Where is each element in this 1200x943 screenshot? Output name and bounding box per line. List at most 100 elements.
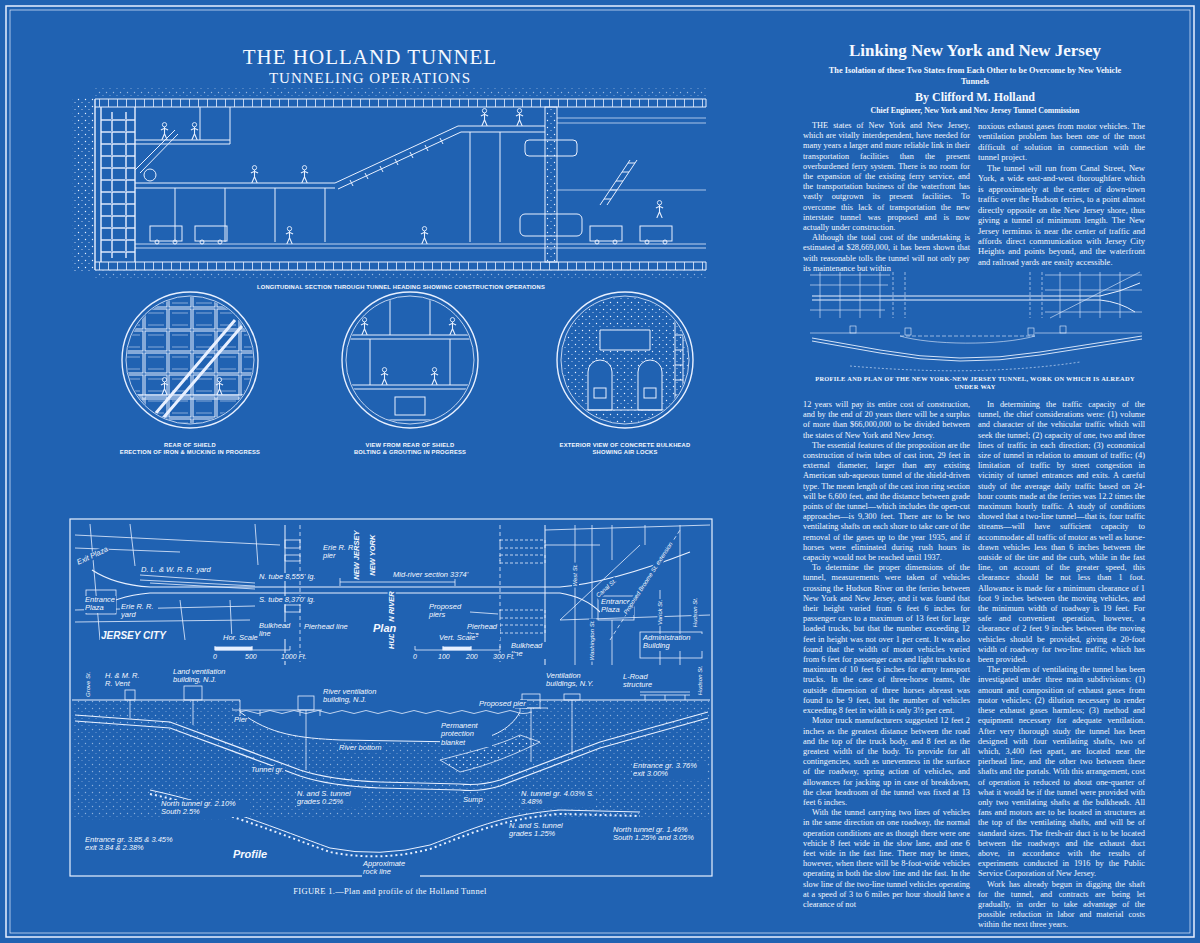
article-paragraph: THE states of New York and New Jersey, w… [803,121,970,233]
article-paragraph: Motor truck manufacturers suggested 12 f… [803,716,970,808]
article-paragraph: Although the total cost of the undertaki… [803,233,970,274]
street-name: Washington St. [589,619,596,662]
grade-label: Entrance gr. 3.76% exit 3.00% [632,762,706,779]
profile-label: Ventilation buildings, N.Y. [545,672,605,689]
profile-label: Proposed pier [478,700,527,708]
caption-block: LONGITUDINAL SECTION THROUGH TUNNEL HEAD… [92,284,710,292]
profile-label: River bottom [338,744,383,752]
street-name: Hudson St. [697,664,704,696]
plan-label: D. L. & W. R. R. yard [140,566,212,574]
city-name: JERSEY CITY [100,630,167,641]
street-name: Grove St. [85,671,92,698]
state-name: NEW YORK [369,534,377,577]
profile-label: Sump [462,796,484,804]
article-paragraph: Work has already begun in digging the sh… [978,880,1145,931]
profile-label: River ventilation building, N.J. [322,688,388,705]
plan-label: Administration Building [642,634,704,651]
main-title: THE HOLLAND TUNNEL [120,46,620,69]
panel-caption: VIEW FROM REAR OF SHIELD [310,442,510,450]
text-column: noxious exhaust gases from motor vehicle… [978,121,1145,267]
circle-ring [557,292,693,428]
article-paragraph: The problem of ventilating the tunnel ha… [978,665,1145,879]
circle-view: EXTERIOR VIEW OF CONCRETE BULKHEADSHOWIN… [525,290,725,457]
profile-label: Land ventilation building, N.J. [172,668,236,685]
text-column: 12 years will pay its entire cost of con… [803,400,970,910]
profile-label: Permanent protection blanket [440,722,492,747]
grade-label: Entrance gr. 3.85 & 3.45% exit 3.84 & 2.… [84,836,184,853]
scale-title: Hor. Scale [222,634,259,642]
river-name: HUDSON RIVER [388,590,396,650]
plan-label: Mid-river section 3374' [392,571,469,579]
profile-label: L-Road structure [622,673,660,690]
panel-caption: EXTERIOR VIEW OF CONCRETE BULKHEAD [525,442,725,450]
street-name: West St. [572,563,579,588]
scale-number: 500 [244,653,258,661]
text-column: In determining the traffic capacity of t… [978,400,1145,931]
panel-caption: LONGITUDINAL SECTION THROUGH TUNNEL HEAD… [92,284,710,292]
subtitle: TUNNELING OPERATIONS [120,70,620,87]
circle-ring [342,292,478,428]
circle-outline [310,290,510,457]
article-paragraph: The essential features of the propositio… [803,441,970,563]
circle-ring [346,296,474,424]
text-column: THE states of New York and New Jersey, w… [803,121,970,274]
article-paragraph: To determine the proper dimensions of th… [803,563,970,716]
article-subheading: The Isolation of these Two States from E… [825,66,1125,88]
panel-caption: ERECTION OF IRON & MUCKING IN PROGRESS [90,449,290,457]
plan-label: N. tube 8,555' lg. [258,573,316,581]
view-title: Profile [232,848,268,860]
scale-number: 100 [437,653,451,661]
street-name: Varick St. [657,599,664,626]
panel-caption: SHOWING AIR LOCKS [525,449,725,457]
circle-outline [90,290,290,457]
scale-number: 200 [465,653,479,661]
article-paragraph: noxious exhaust gases from motor vehicle… [978,121,1145,163]
view-title: Plan [372,622,397,634]
caption-block: REAR OF SHIELDERECTION OF IRON & MUCKING… [90,442,290,457]
caption-block: VIEW FROM REAR OF SHIELDBOLTING & GROUTI… [310,442,510,457]
caption-block: EXTERIOR VIEW OF CONCRETE BULKHEADSHOWIN… [525,442,725,457]
plan-label: Erie R. R. yard [120,603,158,620]
scale-number: 300 Ft. [492,653,516,661]
article-paragraph: With the tunnel carrying two lines of ve… [803,808,970,910]
article-paragraph: The tunnel will run from Canal Street, N… [978,163,1145,268]
author-title: Chief Engineer, New York and New Jersey … [800,106,1150,115]
plan-label: Entrance Plaza [84,596,116,613]
scale-number: 0 [412,653,418,661]
circle-ring [561,296,689,424]
plan-label: S. tube 8,370' lg. [258,596,316,604]
scale-number: 1000 Ft. [280,653,308,661]
state-name: NEW JERSEY [353,530,361,581]
plan-label: Bulkhead line [258,622,294,639]
grade-label: N. and S. tunnel grades 0.25% [296,790,362,807]
street-name: Proposed Broome St. extension [622,540,675,616]
profile-label: Pier [233,716,248,724]
circle-view: REAR OF SHIELDERECTION OF IRON & MUCKING… [90,290,290,457]
grade-label: Tunnel gr. [250,766,285,774]
figure-caption: FIGURE 1.—Plan and profile of the Hollan… [170,886,610,896]
grade-label: North tunnel gr. 2.10% South 2.5% [160,800,250,817]
scale-title: Vert. Scale [438,634,476,642]
section-panel: LONGITUDINAL SECTION THROUGH TUNNEL HEAD… [92,93,710,292]
article-heading: Linking New York and New Jersey [800,41,1150,61]
byline: By Clifford M. Holland [800,91,1150,105]
circle-ring [122,292,258,428]
plan-label: Pierhead line [303,623,349,631]
plan-label: Proposed piers [428,603,470,620]
article-paragraph: 12 years will pay its entire cost of con… [803,400,970,441]
profile-label: H. & M. R. R. Vent [104,672,144,689]
profile-label: Approximate rock line [362,860,420,877]
circle-ring [126,296,254,424]
grade-label: N. and S. tunnel grades 1.25% [508,822,574,839]
map-caption: PROFILE AND PLAN OF THE NEW YORK-NEW JER… [808,375,1142,392]
panel-caption: BOLTING & GROUTING IN PROGRESS [310,449,510,457]
grade-label: North tunnel gr. 1.46% South 1.25% and 3… [612,826,698,843]
street-name: Hudson St. [692,596,699,628]
grade-label: N. tunnel gr. 4.03% S. 3.48% [520,790,596,807]
circle-view: VIEW FROM REAR OF SHIELDBOLTING & GROUTI… [310,290,510,457]
article-paragraph: In determining the traffic capacity of t… [978,400,1145,665]
scale-number: 0 [212,653,218,661]
panel-caption: REAR OF SHIELD [90,442,290,450]
circle-outline [525,290,725,457]
